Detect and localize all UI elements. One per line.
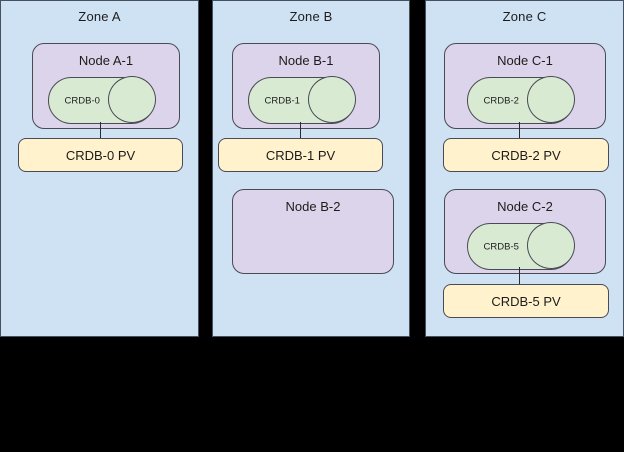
volume-box-crdb-5-pv[interactable]: CRDB-5 PV: [443, 284, 609, 318]
zone-title-b: Zone B: [289, 9, 333, 24]
volume-box-crdb-0-pv[interactable]: CRDB-0 PV: [18, 138, 183, 172]
node-box-c-1[interactable]: Node C-1 CRDB-2: [444, 43, 606, 129]
database-label-crdb-0: CRDB-0: [64, 95, 100, 106]
connector-node-c-1-to-crdb-2-pv: [519, 122, 520, 138]
node-box-c-2[interactable]: Node C-2 CRDB-5: [444, 189, 606, 274]
database-label-crdb-2: CRDB-2: [483, 95, 519, 106]
volume-box-crdb-2-pv[interactable]: CRDB-2 PV: [443, 138, 609, 172]
cylinder-end-cap: [108, 76, 156, 123]
zone-panel-b[interactable]: Zone B Node B-1 CRDB-1 CRDB-1 PV Node B-…: [212, 0, 410, 337]
connector-node-a-1-to-crdb-0-pv: [100, 122, 101, 138]
node-box-a-1[interactable]: Node A-1 CRDB-0: [32, 43, 180, 129]
node-title-b-2: Node B-2: [285, 199, 341, 214]
node-title-a-1: Node A-1: [78, 53, 134, 68]
node-title-b-1: Node B-1: [278, 53, 334, 68]
node-title-c-2: Node C-2: [497, 199, 553, 214]
zone-title-a: Zone A: [78, 9, 121, 24]
database-cylinder-crdb-5[interactable]: CRDB-5: [467, 222, 575, 270]
database-label-crdb-5: CRDB-5: [483, 241, 519, 252]
volume-label-crdb-5-pv: CRDB-5 PV: [491, 293, 561, 309]
cylinder-end-cap: [527, 76, 575, 123]
zone-panel-a[interactable]: Zone A Node A-1 CRDB-0 CRDB-0 PV: [0, 0, 199, 337]
database-cylinder-crdb-0[interactable]: CRDB-0: [48, 76, 156, 124]
connector-node-b-1-to-crdb-1-pv: [300, 122, 301, 138]
database-cylinder-crdb-2[interactable]: CRDB-2: [467, 76, 575, 124]
node-box-b-1[interactable]: Node B-1 CRDB-1: [232, 43, 380, 129]
database-cylinder-crdb-1[interactable]: CRDB-1: [248, 76, 356, 124]
cylinder-end-cap: [308, 76, 356, 123]
connector-node-c-2-to-crdb-5-pv: [519, 267, 520, 284]
node-box-b-2[interactable]: Node B-2: [232, 189, 394, 274]
node-title-c-1: Node C-1: [497, 53, 553, 68]
zone-title-c: Zone C: [502, 9, 547, 24]
volume-label-crdb-0-pv: CRDB-0 PV: [65, 147, 136, 163]
database-label-crdb-1: CRDB-1: [264, 95, 300, 106]
volume-label-crdb-2-pv: CRDB-2 PV: [491, 147, 561, 163]
volume-label-crdb-1-pv: CRDB-1 PV: [265, 147, 336, 163]
zone-panel-c[interactable]: Zone C Node C-1 CRDB-2 CRDB-2 PV Node C-…: [425, 0, 624, 337]
cylinder-end-cap: [527, 222, 575, 269]
volume-box-crdb-1-pv[interactable]: CRDB-1 PV: [218, 138, 383, 172]
